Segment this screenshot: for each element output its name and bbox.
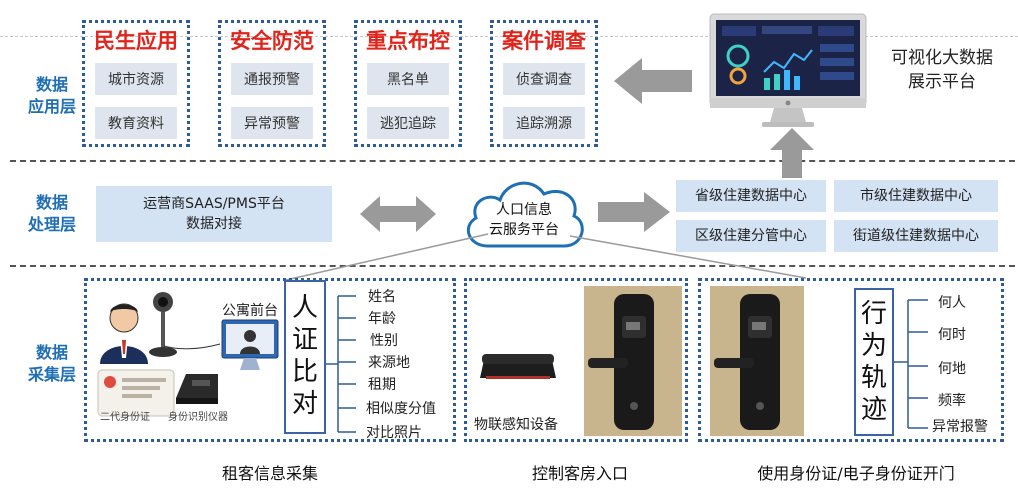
category-title: 安全防范 [230,29,314,53]
person-id-compare-title: 人 证 比 对 [284,280,326,434]
door-lock-image [584,286,682,436]
tenant-caption: 租客信息采集 [221,464,318,483]
layer-label-collection: 数据采集层 [27,343,76,384]
person-icon [100,303,148,364]
trajectory-field: 异常报警 [932,419,988,435]
category-anjian: 案件调查 侦查调查 追踪溯源 [490,20,598,147]
operator-platform-box: 运营商SAAS/PMS平台数据对接 [96,186,332,242]
category-anquan: 安全防范 通报预警 异常预警 [218,20,326,147]
data-center-box: 区级住建分管中心 [676,220,826,252]
category-title: 案件调查 [502,29,586,53]
category-item: 追踪溯源 [503,107,585,139]
tenant-field: 相似度分值 [366,401,436,417]
front-desk-label: 公寓前台 [222,303,278,319]
data-center-box: 省级住建数据中心 [676,180,826,212]
category-item: 城市资源 [95,63,177,95]
layer-divider-1 [10,160,1015,162]
layer-label-application: 数据应用层 [27,75,76,116]
arrow-up-icon [770,128,814,178]
monitor-icon [709,13,867,127]
layer-divider-2 [10,265,1015,267]
cloud-icon [466,181,584,248]
iot-device-label: 物联感知设备 [474,417,558,433]
double-arrow-icon [360,196,436,232]
trajectory-field: 频率 [938,393,966,409]
data-center-box: 街道级住建数据中心 [834,220,998,252]
category-item: 侦查调查 [503,63,585,95]
computer-icon [221,319,279,370]
trajectory-panel [698,278,1004,442]
tenant-field: 姓名 [368,289,396,305]
door-lock-image [710,286,804,436]
trajectory-field: 何人 [938,295,966,311]
tenant-collection-panel [84,278,456,442]
room-entrance-panel [464,278,688,442]
arrow-right-icon [598,192,670,232]
tenant-field: 年龄 [368,311,396,327]
id-card-label: 二代身份证 [100,412,150,423]
id-reader-icon [176,374,218,404]
data-center-box: 市级住建数据中心 [834,180,998,212]
cloud-label: 人口信息云服务平台 [489,202,559,238]
category-item: 逃犯追踪 [367,107,449,139]
trajectory-caption: 使用身份证/电子身份证开门 [757,464,955,483]
category-item: 通报预警 [231,63,313,95]
display-platform-label: 可视化大数据展示平台 [891,48,993,92]
tenant-field: 性别 [370,333,398,349]
id-card-icon [97,369,175,417]
tenant-field: 租期 [368,377,396,393]
layer-label-processing: 数据处理层 [27,193,76,234]
behavior-trajectory-title: 行 为 轨 迹 [854,288,894,436]
cable-lines [163,343,221,350]
id-reader-label: 身份识别仪器 [168,412,228,423]
category-title: 民生应用 [94,29,178,53]
camera-icon [149,292,177,357]
tenant-field: 来源地 [368,355,410,371]
category-item: 教育资料 [95,107,177,139]
tenant-bracket-lines [326,295,356,433]
trajectory-bracket-lines [894,299,928,429]
category-title: 重点布控 [366,29,450,53]
trajectory-field: 何时 [938,327,966,343]
top-dashed-line [0,36,1018,37]
iot-device-icon [480,354,556,379]
tenant-field: 对比照片 [366,425,422,441]
category-item: 异常预警 [231,107,313,139]
arrow-left-icon [614,58,692,104]
category-item: 黑名单 [367,63,449,95]
category-minsheng: 民生应用 城市资源 教育资料 [82,20,190,147]
trajectory-field: 何地 [938,361,966,377]
room-caption: 控制客房入口 [531,464,628,483]
category-zhongdian: 重点布控 黑名单 逃犯追踪 [354,20,462,147]
